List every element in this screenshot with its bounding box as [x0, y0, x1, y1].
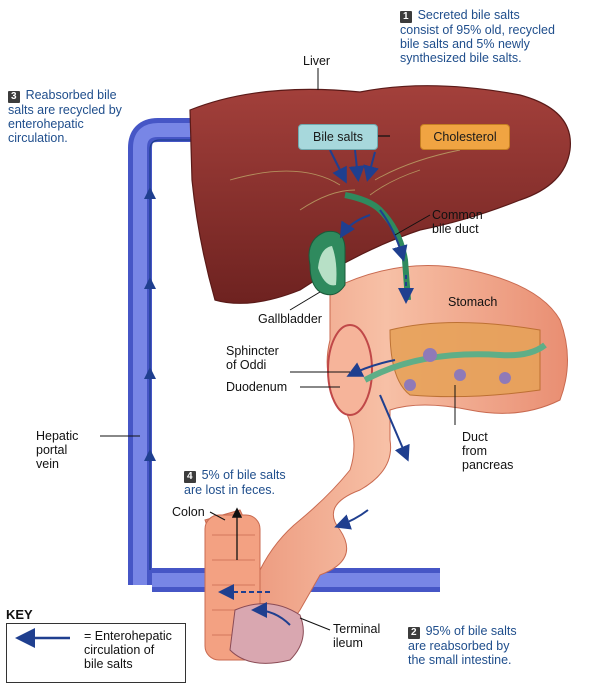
note-line: enterohepatic — [8, 117, 84, 131]
key-line: circulation of — [84, 643, 154, 657]
stomach-label: Stomach — [448, 295, 497, 309]
bile-salts-box: Bile salts — [298, 124, 378, 150]
note-line: bile salts and 5% newly — [400, 37, 530, 51]
note-3: 3 Reabsorbed bile salts are recycled by e… — [8, 88, 122, 145]
note-line: 5% of bile salts — [202, 468, 286, 482]
label-line: from — [462, 444, 487, 458]
note-line: are reabsorbed by — [408, 639, 509, 653]
duct-from-pancreas-label: Duct from pancreas — [462, 430, 513, 472]
note-line: circulation. — [8, 131, 68, 145]
note-number-badge: 2 — [408, 627, 420, 639]
label-line: portal — [36, 443, 67, 457]
note-number-badge: 3 — [8, 91, 20, 103]
note-line: are lost in feces. — [184, 483, 275, 497]
duodenum-cross-section — [328, 325, 372, 415]
label-line: of Oddi — [226, 358, 266, 372]
cholesterol-box: Cholesterol — [420, 124, 510, 150]
label-line: vein — [36, 457, 59, 471]
note-line: Reabsorbed bile — [26, 88, 117, 102]
duodenum-label: Duodenum — [226, 380, 287, 394]
note-line: the small intestine. — [408, 653, 512, 667]
note-number-badge: 4 — [184, 471, 196, 483]
key-text: = Enterohepatic circulation of bile salt… — [84, 629, 172, 671]
key-line: = Enterohepatic — [84, 629, 172, 643]
label-line: Common — [432, 208, 483, 222]
note-line: salts are recycled by — [8, 103, 122, 117]
liver-label: Liver — [303, 54, 330, 68]
note-2: 2 95% of bile salts are reabsorbed by the… — [408, 624, 517, 667]
hepatic-portal-vein-label: Hepatic portal vein — [36, 429, 78, 471]
note-line: synthesized bile salts. — [400, 51, 522, 65]
note-line: 95% of bile salts — [426, 624, 517, 638]
note-1: 1 Secreted bile salts consist of 95% old,… — [400, 8, 555, 65]
key-title: KEY — [6, 607, 186, 622]
note-line: consist of 95% old, recycled — [400, 23, 555, 37]
label-line: Duct — [462, 430, 488, 444]
terminal-ileum-label: Terminal ileum — [333, 622, 380, 650]
liver — [190, 86, 570, 304]
label-line: Hepatic — [36, 429, 78, 443]
label-line: Sphincter — [226, 344, 279, 358]
sphincter-label: Sphincter of Oddi — [226, 344, 279, 372]
colon-label: Colon — [172, 505, 205, 519]
key-line: bile salts — [84, 657, 133, 671]
label-line: pancreas — [462, 458, 513, 472]
key-legend: KEY = Enterohepatic circulation of bile … — [6, 607, 186, 622]
note-4: 4 5% of bile salts are lost in feces. — [184, 468, 286, 497]
label-line: ileum — [333, 636, 363, 650]
common-bile-duct-label: Common bile duct — [432, 208, 483, 236]
note-number-badge: 1 — [400, 11, 412, 23]
label-line: Terminal — [333, 622, 380, 636]
note-line: Secreted bile salts — [418, 8, 520, 22]
label-line: bile duct — [432, 222, 479, 236]
gallbladder-label: Gallbladder — [258, 312, 322, 326]
